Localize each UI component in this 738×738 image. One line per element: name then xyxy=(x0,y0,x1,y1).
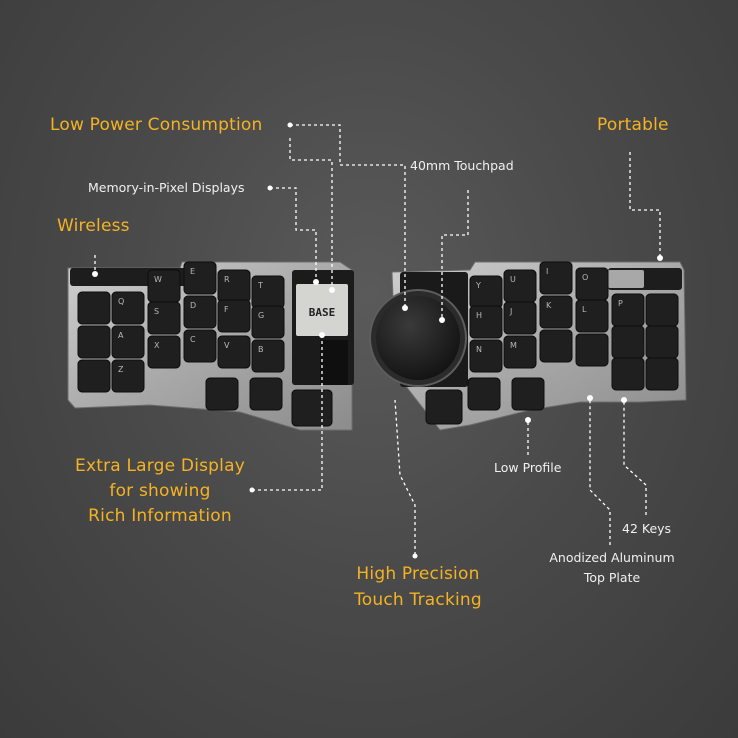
right-keycap xyxy=(575,299,609,333)
left-key-legend: G xyxy=(258,311,264,320)
left-keycap xyxy=(251,339,285,373)
right-key-legend: O xyxy=(582,273,588,282)
left-key-legend: B xyxy=(258,345,264,354)
memory-in-pixel-display xyxy=(296,284,348,336)
wireless-label: Wireless xyxy=(57,216,130,236)
callout-lines xyxy=(94,124,661,555)
right-keys: Y U I O P H J K L N M xyxy=(425,261,679,425)
right-key-legend: L xyxy=(582,305,587,314)
portable-label: Portable xyxy=(597,115,669,135)
left-keycap xyxy=(77,359,111,393)
left-key-legend: S xyxy=(154,307,159,316)
left-key-legend: F xyxy=(224,305,229,314)
right-keycap xyxy=(503,335,537,369)
mip-displays-label: Memory-in-Pixel Displays xyxy=(88,180,245,195)
display-label-2: for showing xyxy=(109,481,211,501)
left-keys: W E R T Q D F G A X C V B Z S xyxy=(77,261,333,427)
left-keycap xyxy=(183,295,217,329)
right-keycap xyxy=(469,305,503,339)
display-mode-text: BASE xyxy=(309,306,336,319)
left-keycap xyxy=(205,377,239,411)
left-key-legend: D xyxy=(190,301,196,310)
left-keycap xyxy=(77,291,111,325)
right-keycap xyxy=(425,389,463,425)
left-keycap xyxy=(249,377,283,411)
right-keycap xyxy=(469,275,503,309)
callout-dots xyxy=(92,122,663,559)
right-keycap xyxy=(575,333,609,367)
touchpad-label: 40mm Touchpad xyxy=(410,158,514,173)
right-key-legend: H xyxy=(476,311,482,320)
display-label-3: Rich Information xyxy=(88,506,232,526)
right-keycap xyxy=(539,295,573,329)
left-keycap xyxy=(251,275,285,309)
precision-label-2: Touch Tracking xyxy=(354,590,482,610)
right-keycap xyxy=(511,377,545,411)
left-keycap xyxy=(147,335,181,369)
left-key-legend: Z xyxy=(118,365,124,374)
right-key-legend: M xyxy=(510,341,517,350)
right-keycap xyxy=(645,325,679,359)
right-key-legend: Y xyxy=(475,281,481,290)
left-keycap xyxy=(183,329,217,363)
left-key-legend: R xyxy=(224,275,230,284)
precision-label-1: High Precision xyxy=(356,564,480,584)
left-key-legend: V xyxy=(224,341,230,350)
right-keycap xyxy=(469,339,503,373)
right-key-legend: U xyxy=(510,275,516,284)
keys-label: 42 Keys xyxy=(622,521,672,536)
right-key-legend: I xyxy=(546,267,548,276)
left-keycap xyxy=(217,299,251,333)
right-key-legend: J xyxy=(509,307,512,316)
right-keycap xyxy=(467,377,501,411)
left-key-legend: C xyxy=(190,335,196,344)
right-keycap xyxy=(611,325,645,359)
low-power-label: Low Power Consumption xyxy=(50,115,263,135)
left-keycap xyxy=(217,335,251,369)
right-keycap xyxy=(645,293,679,327)
left-key-legend: T xyxy=(257,281,263,290)
right-key-legend: K xyxy=(546,301,552,310)
right-keycap xyxy=(539,329,573,363)
aluminum-label-2: Top Plate xyxy=(583,570,641,585)
right-keycap xyxy=(611,357,645,391)
left-key-legend: E xyxy=(190,267,195,276)
low-profile-label: Low Profile xyxy=(494,460,562,475)
left-keycap xyxy=(111,291,145,325)
aluminum-label-1: Anodized Aluminum xyxy=(549,550,675,565)
left-keycap xyxy=(147,301,181,335)
left-keycap xyxy=(77,325,111,359)
left-keycap xyxy=(111,359,145,393)
left-key-legend: W xyxy=(154,275,162,284)
right-keycap xyxy=(503,269,537,303)
left-keycap xyxy=(111,325,145,359)
right-key-legend: P xyxy=(618,299,623,308)
left-keycap xyxy=(217,269,251,303)
left-key-legend: A xyxy=(118,331,124,340)
left-keycap xyxy=(147,269,181,303)
right-keycap xyxy=(503,301,537,335)
right-keycap xyxy=(575,267,609,301)
right-keycap xyxy=(611,293,645,327)
display-label-1: Extra Large Display xyxy=(75,456,245,476)
right-keycap xyxy=(539,261,573,295)
left-keycap xyxy=(183,261,217,295)
left-key-legend: X xyxy=(154,341,160,350)
left-key-legend: Q xyxy=(118,297,124,306)
left-keycap xyxy=(291,389,333,427)
left-keycap xyxy=(251,305,285,339)
right-key-legend: N xyxy=(476,345,482,354)
right-keycap xyxy=(645,357,679,391)
